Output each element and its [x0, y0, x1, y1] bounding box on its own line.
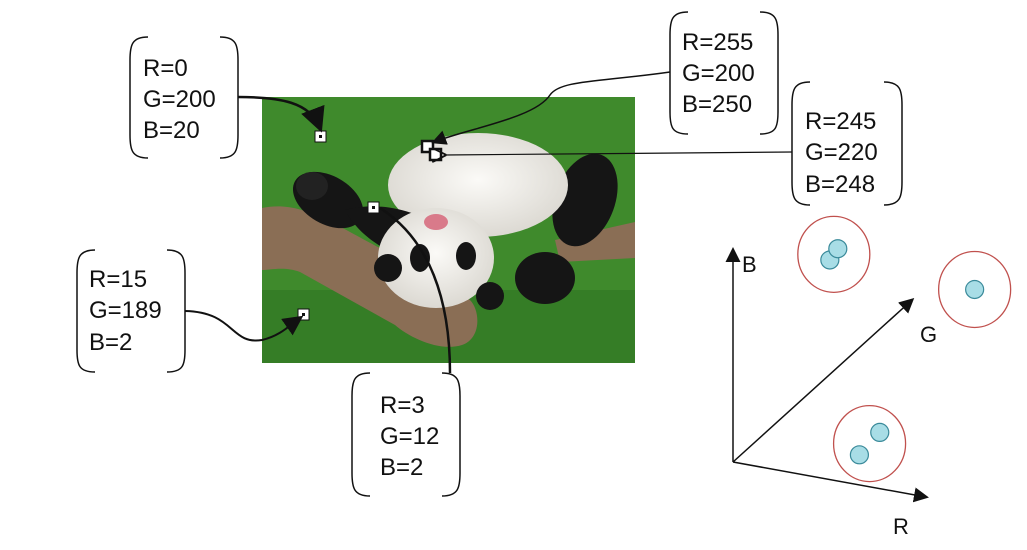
- sample-white-1-r: R=255: [682, 29, 753, 56]
- panda-ear-left: [374, 254, 402, 282]
- cluster-ring-white: [797, 215, 871, 294]
- r-axis: [732, 461, 929, 503]
- rgb-scatter-plot: B G R: [725, 215, 1012, 539]
- g-axis-label: G: [920, 322, 937, 347]
- tree-branch: [262, 206, 478, 347]
- cluster-ring-green: [937, 250, 1012, 329]
- sample-marker-black-center: [372, 206, 375, 209]
- panda-mouth: [424, 214, 448, 230]
- sample-green-2-b: B=2: [89, 329, 132, 356]
- sample-green-1-r: R=0: [143, 55, 188, 82]
- sample-marker-green-2-center: [302, 313, 305, 316]
- sample-marker-green-1-center: [319, 135, 322, 138]
- sample-white-2-g: G=220: [805, 139, 878, 166]
- panda-eye-patch-right: [456, 242, 476, 270]
- b-axis-label: B: [742, 252, 757, 277]
- panda-paw: [296, 172, 328, 200]
- bracket-white-1: [669, 11, 779, 135]
- panda-ear-right: [476, 282, 504, 310]
- connector-white-2: [444, 152, 793, 155]
- sample-white-2-r: R=245: [805, 108, 876, 135]
- sample-black-g: G=12: [380, 423, 439, 450]
- sample-marker-white-1: [420, 139, 435, 154]
- cluster-point-black-1: [849, 445, 870, 465]
- panda-lower-leg: [515, 252, 575, 304]
- tree-branch-right: [555, 222, 635, 262]
- connector-green-2: [184, 310, 304, 342]
- sample-green-2-g: G=189: [89, 297, 162, 324]
- sample-white-2-b: B=248: [805, 171, 875, 198]
- g-axis: [732, 297, 915, 463]
- connector-black: [379, 206, 452, 374]
- sample-green-1-g: G=200: [143, 86, 216, 113]
- bracket-black: [351, 372, 461, 497]
- panda-right-leg: [552, 153, 618, 247]
- sample-green-1-b: B=20: [143, 117, 200, 144]
- cluster-point-black-2: [870, 422, 890, 442]
- cluster-ring-black: [832, 404, 907, 483]
- r-axis-label: R: [893, 514, 909, 539]
- panda-eye-patch-left: [410, 244, 430, 272]
- panda-head: [378, 208, 494, 308]
- connector-white-1: [431, 71, 671, 145]
- sample-green-2-r: R=15: [89, 266, 147, 293]
- cluster-layer: [797, 215, 1012, 483]
- bracket-white-2: [791, 81, 903, 206]
- sample-white-1-g: G=200: [682, 60, 755, 87]
- sample-black-r: R=3: [380, 392, 425, 419]
- sample-white-1-b: B=250: [682, 91, 752, 118]
- connector-green-1: [237, 95, 325, 133]
- sample-marker-white-2: [428, 147, 443, 162]
- sample-black-b: B=2: [380, 454, 423, 481]
- cluster-point-white-2: [828, 239, 848, 259]
- cluster-point-green-1: [965, 279, 985, 300]
